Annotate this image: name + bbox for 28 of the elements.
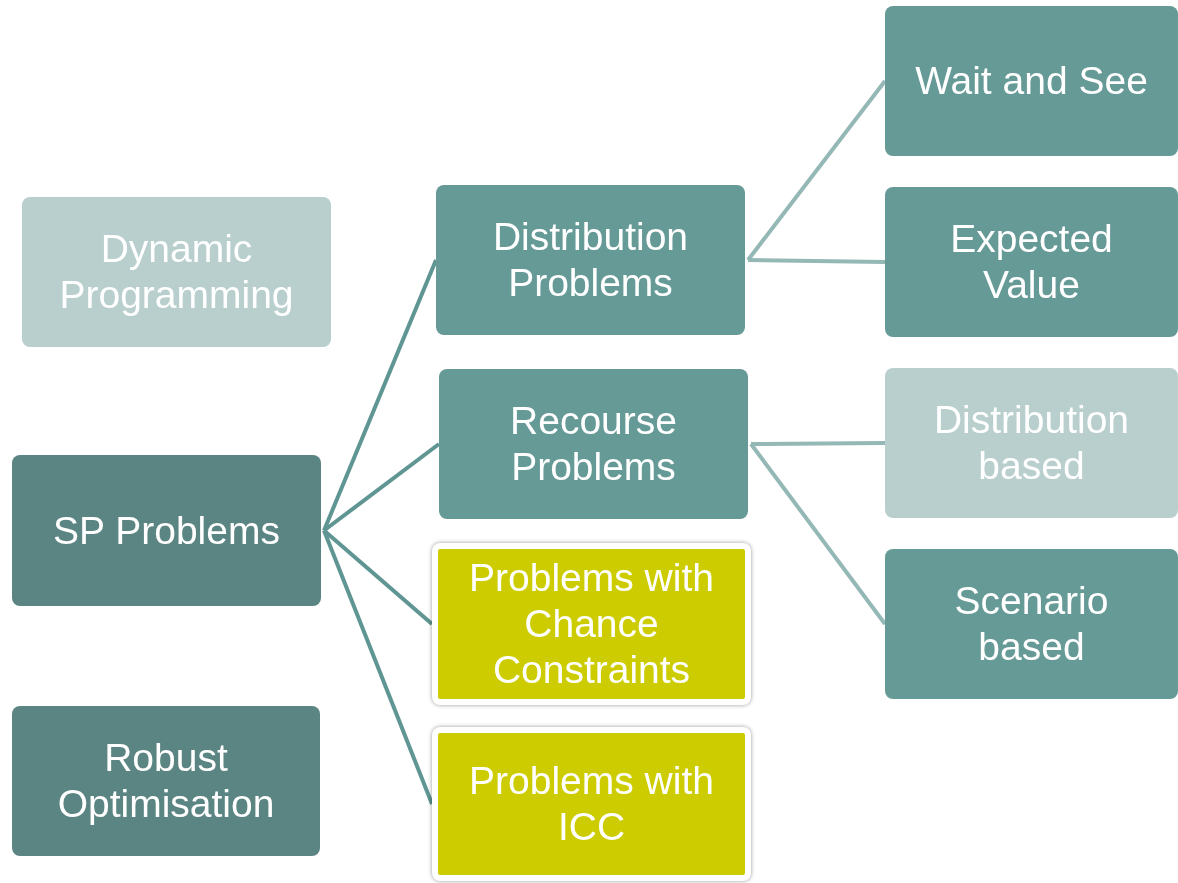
topic-box [439, 369, 748, 519]
topic-box [885, 368, 1178, 518]
box-label: Recourse Problems [509, 398, 678, 490]
box-label: Wait and See [915, 58, 1148, 104]
topic-box [12, 455, 321, 606]
connector-line [749, 442, 887, 626]
box-label: Scenario based [953, 578, 1110, 670]
connector-line [322, 442, 441, 533]
box-label: Problems with Chance Constraints [468, 555, 715, 693]
topic-box [12, 706, 320, 856]
box-label: Distribution based [932, 397, 1131, 489]
topic-box [22, 197, 331, 347]
topic-box [885, 187, 1178, 337]
connector-line [751, 441, 885, 446]
box-label: Dynamic Programming [58, 226, 295, 318]
box-label: Problems with ICC [468, 758, 715, 850]
box-label: Distribution Problems [491, 214, 690, 306]
connector-line [322, 529, 434, 626]
box-label: Expected Value [949, 216, 1114, 308]
connector-line [322, 259, 438, 532]
box-label: Robust Optimisation [56, 735, 276, 827]
topic-box [436, 185, 745, 335]
box-label: SP Problems [53, 507, 280, 554]
topic-box [885, 549, 1178, 699]
topic-box [885, 6, 1178, 156]
connector-line [322, 529, 434, 805]
connector-line [747, 258, 886, 264]
connector-line [746, 79, 887, 262]
